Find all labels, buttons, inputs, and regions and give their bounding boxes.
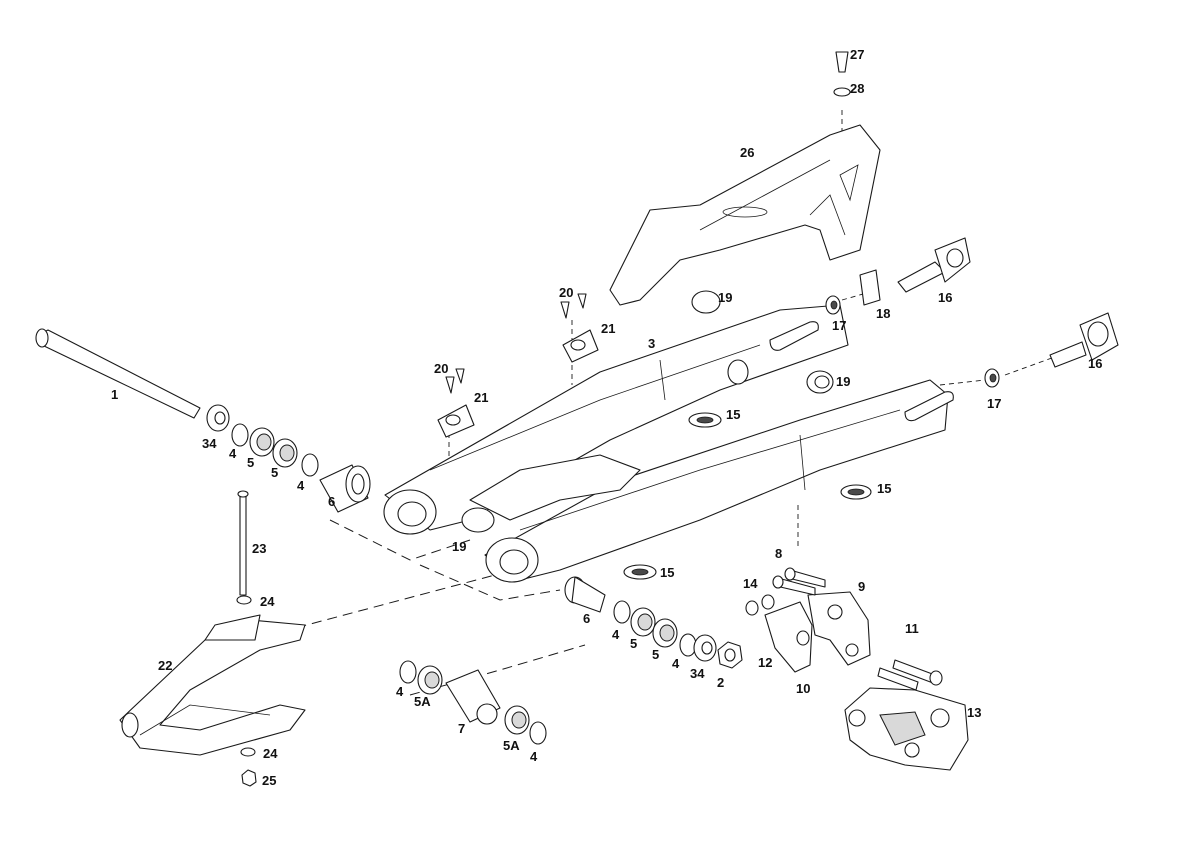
callout-27: 27 [850,47,864,62]
callout-3: 3 [648,336,655,351]
callout-20-lower: 20 [434,361,448,376]
callout-16-lower: 16 [1088,356,1102,371]
callout-10: 10 [796,681,810,696]
caliper-bracket-part-9 [807,591,871,666]
plug-part-19-mid [806,370,834,394]
callout-5-left-a: 5 [247,455,254,470]
callout-6-left: 6 [328,494,335,509]
callout-5-right-a: 5 [630,636,637,651]
callout-14: 14 [743,576,758,591]
nut-part-25 [241,769,257,787]
callout-23: 23 [252,541,266,556]
oil-seal-part-4-link-a [399,660,417,684]
callout-21-upper: 21 [601,321,615,336]
plug-part-19-top [691,290,721,314]
washer-part-24-bottom [240,747,256,757]
pivot-sleeve-part-6-right [564,576,606,613]
needle-bearing-part-5A-b [504,705,530,735]
callout-5-left-b: 5 [271,465,278,480]
sleeve-part-7 [445,669,501,725]
callout-5A-b: 5A [503,738,520,753]
callout-4-link-b: 4 [530,749,538,764]
callout-18: 18 [876,306,890,321]
callout-1: 1 [111,387,118,402]
callout-labels: 1 34 4 5 5 4 6 3 19 19 19 15 15 15 20 21… [111,47,1102,788]
callout-34-right: 34 [690,666,705,681]
washers-part-14 [745,594,775,616]
oil-seal-part-4-left-b [301,453,319,477]
bracket-plate-part-12 [764,601,813,673]
swingarm-part-3 [383,304,954,583]
chain-guard-part-26 [609,124,881,306]
callout-6-right: 6 [583,611,590,626]
callout-8: 8 [775,546,782,561]
callout-4-right-a: 4 [612,627,620,642]
screw-part-27 [835,51,849,73]
rubber-pad-part-15-a [688,412,722,428]
spacer-washer-part-34-right [693,634,717,662]
pivot-axle-part-1 [35,328,201,419]
needle-bearing-part-5-left [249,427,298,468]
callout-5-right-b: 5 [652,647,659,662]
callout-21-lower: 21 [474,390,488,405]
spacer-washer-part-34-left [206,404,230,432]
bolts-part-8 [772,567,826,596]
callout-25: 25 [262,773,276,788]
callout-5A-a: 5A [414,694,431,709]
callout-28: 28 [850,81,864,96]
callout-24-top: 24 [260,594,275,609]
oil-seal-part-4-link-b [529,721,547,745]
callout-19-bottom: 19 [452,539,466,554]
nut-part-17-lower [984,368,1000,388]
bushing-part-10 [796,630,810,646]
callout-11: 11 [905,621,919,636]
oil-seal-part-4-right-a [613,600,631,624]
hose-bracket-part-21-lower [437,404,475,438]
bolt-part-23 [237,490,249,596]
oil-seal-part-4-right-b [679,633,697,657]
callout-17-upper: 17 [832,318,846,333]
washer-part-28 [833,87,851,97]
callout-15-a: 15 [726,407,740,422]
washer-part-24-top [236,595,252,605]
callout-22: 22 [158,658,172,673]
callout-15-c: 15 [660,565,674,580]
chain-adjuster-part-16-upper [897,237,971,293]
callout-15-b: 15 [877,481,891,496]
nut-part-17-upper [825,295,841,315]
callout-13: 13 [967,705,981,720]
callout-4-right-b: 4 [672,656,680,671]
adjuster-plate-part-18 [859,269,881,306]
chain-slider-part-22 [119,614,306,756]
rubber-pad-part-15-b [840,484,872,500]
callout-17-lower: 17 [987,396,1001,411]
oil-seal-part-4-left-a [231,423,249,447]
axle-nut-part-2 [717,641,743,669]
callout-7: 7 [458,721,465,736]
callout-4-left-b: 4 [297,478,305,493]
callout-9: 9 [858,579,865,594]
rubber-pad-part-15-c [623,564,657,580]
callout-12: 12 [758,655,772,670]
hose-bracket-part-21-upper [562,329,599,363]
callout-24-bottom: 24 [263,746,278,761]
screws-part-20 [445,293,587,394]
brake-caliper-part-13 [844,687,969,771]
bolts-part-11 [877,659,943,691]
callout-26: 26 [740,145,754,160]
callout-19-top: 19 [718,290,732,305]
needle-bearing-part-5A-a [417,665,443,695]
needle-bearing-part-5-right [630,607,678,648]
callout-16-upper: 16 [938,290,952,305]
chain-adjuster-part-16-lower [1049,312,1119,368]
callout-4-link-a: 4 [396,684,404,699]
callout-34-left: 34 [202,436,217,451]
callout-4-left-a: 4 [229,446,237,461]
callout-19-mid: 19 [836,374,850,389]
pivot-sleeve-part-6-left [319,464,371,513]
callout-20-upper: 20 [559,285,573,300]
callout-2: 2 [717,675,724,690]
plug-part-19-bottom [461,507,495,533]
